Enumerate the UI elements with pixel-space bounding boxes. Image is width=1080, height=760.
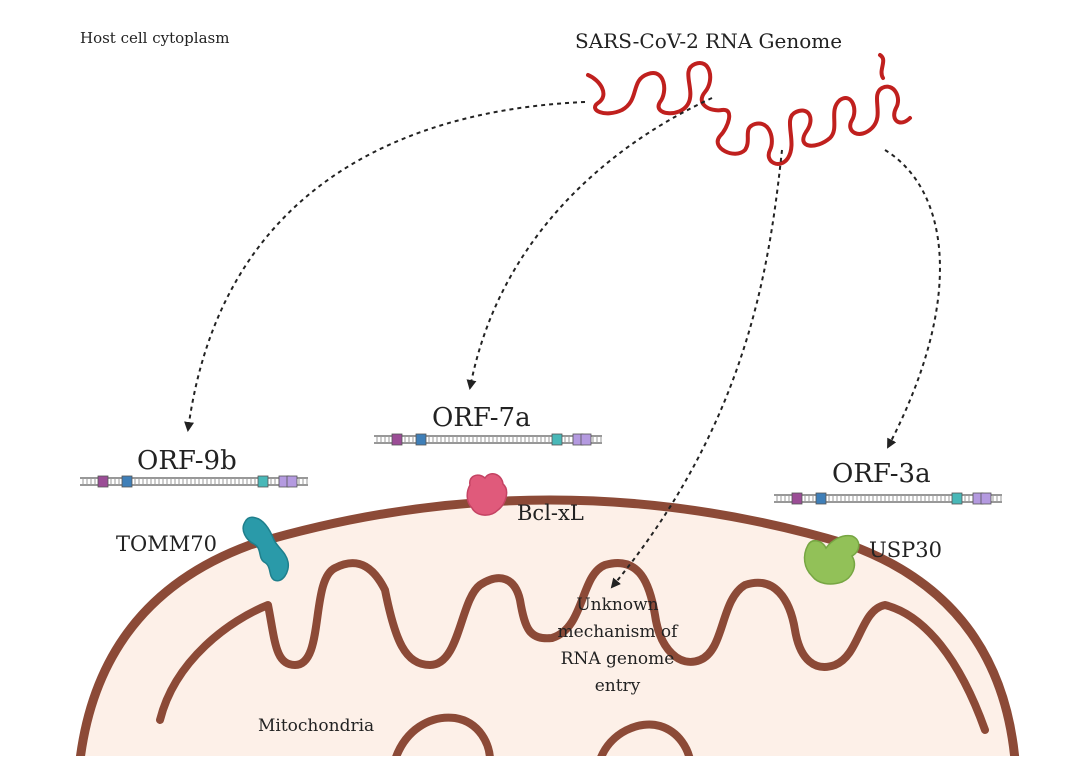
gene-marker-blue <box>815 492 827 505</box>
mitochondrion-inner-fold-right <box>596 720 694 760</box>
orf7a-gene-bar <box>374 433 602 446</box>
gene-marker-blue <box>415 433 427 446</box>
gene-marker-lavender <box>286 475 298 488</box>
gene-marker-blue <box>121 475 133 488</box>
bclxl-protein-shape <box>466 473 508 516</box>
rna-genome-strand <box>586 61 912 166</box>
mitochondrion-outer-membrane <box>75 495 1020 760</box>
usp30-protein-shape <box>803 534 860 585</box>
gene-marker-purple <box>97 475 109 488</box>
orf3a-gene-bar <box>774 492 1002 505</box>
orf9b-label: ORF-9b <box>137 446 237 476</box>
rna-genome-label: SARS-CoV-2 RNA Genome <box>575 29 843 53</box>
gene-marker-purple <box>391 433 403 446</box>
orf3a-label: ORF-3a <box>832 459 931 489</box>
arrow-to-orf9b <box>184 101 586 432</box>
arrow-to-mitochondria-entry <box>610 149 783 589</box>
arrow-to-orf7a <box>466 97 713 390</box>
gene-marker-lavender <box>580 433 592 446</box>
mitochondria-label: Mitochondria <box>258 716 375 736</box>
tomm70-label: TOMM70 <box>116 532 217 556</box>
orf7a-label: ORF-7a <box>432 403 531 433</box>
mitochondrion-inner-fold <box>391 713 494 760</box>
gene-marker-cyan <box>257 475 269 488</box>
host-cell-cytoplasm-label: Host cell cytoplasm <box>80 29 230 47</box>
bclxl-label: Bcl-xL <box>517 501 584 525</box>
mitochondrion-cristae <box>156 559 989 734</box>
mitochondrion <box>75 495 1020 760</box>
gene-marker-purple <box>791 492 803 505</box>
tomm70-protein-shape <box>242 516 290 582</box>
rna-genome-tail <box>878 53 886 80</box>
unknown-mechanism-label: Unknown mechanism of RNA genome entry <box>557 595 678 696</box>
gene-marker-cyan <box>951 492 963 505</box>
gene-marker-lavender <box>980 492 992 505</box>
usp30-label: USP30 <box>869 538 942 562</box>
arrow-to-orf3a <box>884 149 941 449</box>
orf9b-gene-bar <box>80 475 308 488</box>
gene-marker-cyan <box>551 433 563 446</box>
